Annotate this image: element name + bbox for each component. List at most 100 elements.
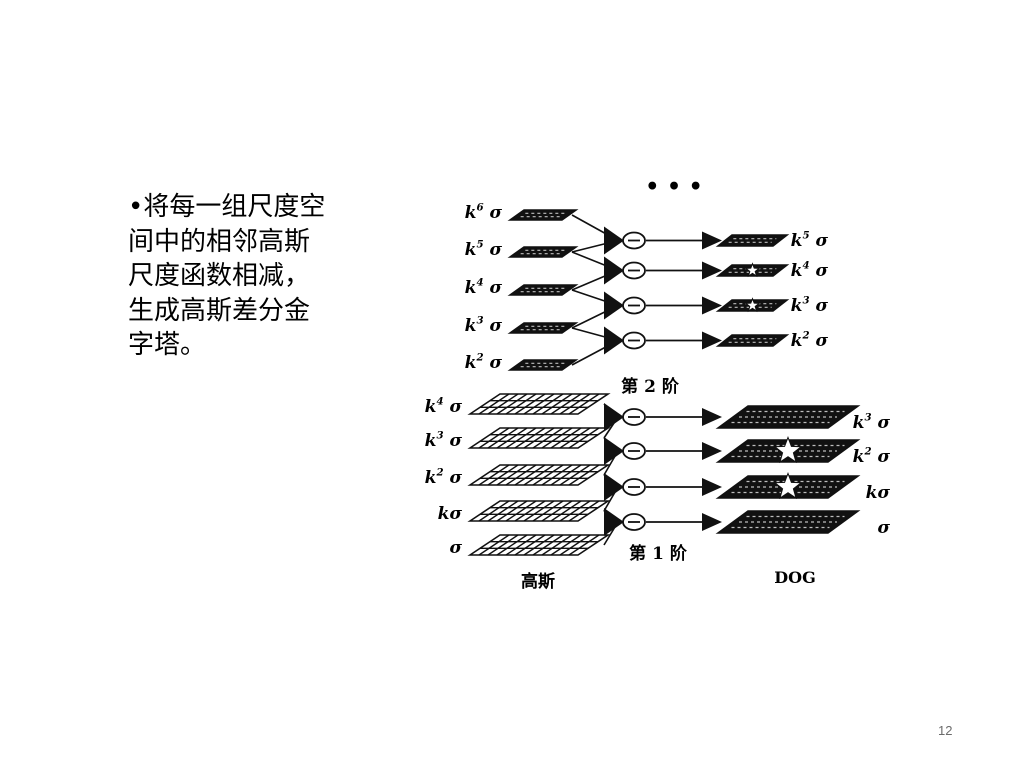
- octave-1-gaussian-label-sigma: σ: [449, 538, 462, 558]
- octave-1-gaussian-layer-col: [568, 427, 600, 449]
- octave-1-gaussian-layer-col: [568, 393, 600, 415]
- octave-1-gaussian-layer-col: [568, 464, 600, 486]
- arrowhead-icon: [702, 261, 722, 280]
- bullet-line-1: •将每一组尺度空: [128, 192, 326, 222]
- octave-2-gaussian-label-sigma: σ: [484, 203, 503, 223]
- octave-2-gaussian-layer-plane: [507, 209, 579, 221]
- octave-1-gaussian-layer-col: [487, 393, 519, 415]
- bullet-line-3: 尺度函数相减，: [128, 261, 311, 291]
- octave-1-gaussian-layer-col: [559, 464, 591, 486]
- octave-1-gaussian-layer-col: [478, 500, 510, 522]
- octave-2-arrow: [646, 231, 722, 250]
- octave-1-gaussian-layer-col: [505, 427, 537, 449]
- octave-2-subtract-node: [604, 326, 646, 355]
- octave-1-gaussian-layer-col: [487, 464, 519, 486]
- octave-2-gaussian-label-sigma: σ: [484, 278, 503, 298]
- octave-1-gaussian-layer-col: [550, 534, 582, 556]
- octave-1-dog-label-base: k: [853, 447, 865, 467]
- octave-2-gaussian-label: k3 σ: [465, 314, 503, 336]
- octave-2-arrow: [646, 296, 722, 315]
- octave-2-gaussian-label-exp: 3: [476, 314, 483, 326]
- bullet-line-2: 间中的相邻高斯: [128, 226, 311, 257]
- octave-2-gaussian-label-exp: 5: [476, 238, 483, 250]
- octave-2-dog-label-exp: 3: [802, 294, 809, 306]
- octave-1-gaussian-layer-col: [532, 393, 564, 415]
- octave-1-gaussian-layer-col: [478, 393, 510, 415]
- octave-2-arrow: [646, 261, 722, 280]
- octave-1-gaussian-label-base: k: [425, 431, 437, 451]
- octave-2-gaussian-layer: [507, 246, 579, 258]
- octave-1-gaussian-label-exp: 3: [436, 429, 443, 441]
- octave-2-gaussian-layer-plane: [507, 246, 579, 258]
- octave-2-arrow: [646, 331, 722, 350]
- octave-1-gaussian-layer-col: [505, 534, 537, 556]
- octave-1-gaussian-layer-col: [523, 464, 555, 486]
- keypoint-star-icon: [744, 262, 761, 278]
- octave-2-dog-layer-plane: [715, 334, 790, 347]
- octave-2-gaussian-label: k6 σ: [465, 201, 503, 223]
- octave-2-dog-layer: [715, 334, 790, 347]
- octave-1-arrow: [646, 442, 722, 460]
- octave-1-gaussian-label-base: k: [438, 504, 450, 524]
- octave-1-dog-label-base: k: [853, 413, 865, 433]
- octave-2-subtract-node: [604, 226, 646, 255]
- octave-1-subtract-node: [604, 473, 646, 501]
- octave-2-dog-label-base: k: [791, 331, 803, 351]
- octave-1-gaussian-label: k2 σ: [425, 466, 463, 488]
- octave-2-dog-label-exp: 5: [802, 229, 809, 241]
- octave-2-subtract-node: [604, 256, 646, 285]
- octave-1-gaussian-layer-col: [496, 534, 528, 556]
- octave-1-dog-layer: [715, 405, 861, 429]
- octave-1-gaussian-layer-col: [532, 534, 564, 556]
- octave-2-gaussian-layer: [507, 322, 579, 334]
- octave-1-gaussian-layer-col: [514, 464, 546, 486]
- octave-1-gaussian-label-exp: 4: [436, 395, 443, 407]
- octave-1-gaussian-layer-col: [478, 534, 510, 556]
- bullet-line-4: 生成高斯差分金: [128, 295, 311, 326]
- octave-2-gaussian-layer: [507, 284, 579, 296]
- octave-1-gaussian-layer: [467, 500, 611, 522]
- dog-caption: DOG: [774, 568, 815, 587]
- octave-1-gaussian-layer-col: [487, 427, 519, 449]
- octave-1-gaussian-layer-col: [541, 464, 573, 486]
- arrowhead-icon: [702, 442, 722, 460]
- octave-1-gaussian-layer-col: [514, 534, 546, 556]
- octave-2-dog-label-sigma: σ: [810, 331, 829, 351]
- octave-1-gaussian-layer-col: [496, 393, 528, 415]
- octave-1-gaussian-layer: [467, 427, 611, 449]
- octave-1-dog-label-sigma: σ: [877, 483, 890, 503]
- octave-2-dog-layer: [715, 234, 790, 247]
- octave-1-subtract-node: [604, 403, 646, 431]
- octave-1-gaussian-label-exp: 2: [435, 466, 443, 478]
- octave-2-gaussian-label-sigma: σ: [484, 240, 503, 260]
- octave-1-gaussian-layer-col: [523, 393, 555, 415]
- octave-2-dog-label-sigma: σ: [810, 231, 829, 251]
- octave-2-gaussian-label-base: k: [465, 240, 477, 260]
- keypoint-star-icon: [773, 435, 803, 464]
- junction-arrowhead: [604, 473, 624, 501]
- octave-1-arrow: [646, 478, 722, 496]
- arrowhead-icon: [702, 408, 722, 426]
- octave-1-gaussian-layer-col: [505, 464, 537, 486]
- octave-2-subtract-node: [604, 291, 646, 320]
- octave-1-gaussian-label-sigma: σ: [449, 504, 462, 524]
- octave-1-gaussian-layer-col: [559, 427, 591, 449]
- octave-2-gaussian-label-base: k: [465, 203, 477, 223]
- octave-1-gaussian-layer-col: [550, 500, 582, 522]
- octave-1-arrow: [646, 513, 722, 531]
- octave-1-dog-label: σ: [877, 518, 890, 538]
- octave-1-dog-layer: [715, 471, 861, 500]
- continuation-dots: • • •: [645, 174, 703, 200]
- octave-2-title: 第 2 阶: [621, 376, 680, 397]
- junction-arrowhead: [604, 403, 624, 431]
- octave-1-gaussian-layer-col: [514, 500, 546, 522]
- octave-2-gaussian-label-base: k: [465, 278, 477, 298]
- arrowhead-icon: [702, 478, 722, 496]
- junction-arrowhead: [604, 508, 624, 536]
- octave-1-arrow: [646, 408, 722, 426]
- octave-1-dog-label-sigma: σ: [872, 447, 891, 467]
- octave-2-gaussian-label: k5 σ: [465, 238, 503, 260]
- octave-1-gaussian-layer-col: [559, 393, 591, 415]
- octave-1-gaussian-layer-col: [505, 500, 537, 522]
